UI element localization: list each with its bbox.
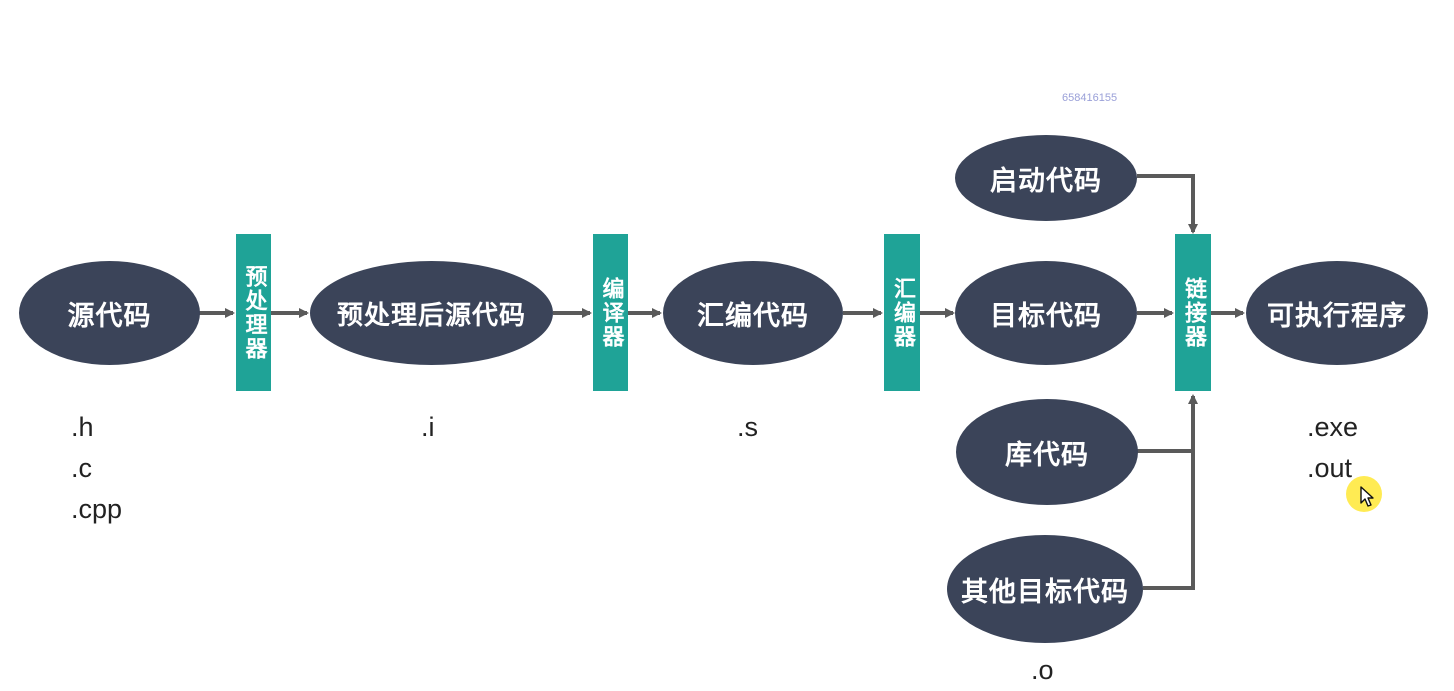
node-startup-code: 启动代码 bbox=[955, 135, 1137, 221]
watermark-id: 658416155 bbox=[1062, 92, 1118, 104]
node-source-code: 源代码 bbox=[19, 261, 200, 365]
ext-object: .o bbox=[1031, 655, 1054, 685]
node-assembly-code: 汇编代码 bbox=[663, 261, 843, 365]
node-executable: 可执行程序 bbox=[1246, 261, 1428, 365]
arrow-startup-to-linker bbox=[1137, 174, 1198, 234]
mouse-cursor-icon bbox=[1346, 476, 1382, 512]
node-other-object-code: 其他目标代码 bbox=[947, 535, 1143, 643]
ext-assembly: .s bbox=[737, 412, 759, 442]
node-object-code: 目标代码 bbox=[955, 261, 1137, 365]
tool-compiler: 编译器 bbox=[593, 234, 628, 391]
tool-preprocessor: 预处理器 bbox=[236, 234, 271, 391]
tool-assembler: 汇编器 bbox=[884, 234, 920, 391]
arrow-other-object-to-linker bbox=[1143, 394, 1198, 590]
tool-linker: 链接器 bbox=[1175, 234, 1211, 391]
ext-preprocessed: .i bbox=[421, 412, 435, 442]
ext-source: .h .c .cpp bbox=[71, 412, 123, 524]
node-library-code: 库代码 bbox=[956, 399, 1138, 505]
node-preprocessed-source: 预处理后源代码 bbox=[310, 261, 553, 365]
ext-executable: .exe .out bbox=[1307, 412, 1359, 483]
